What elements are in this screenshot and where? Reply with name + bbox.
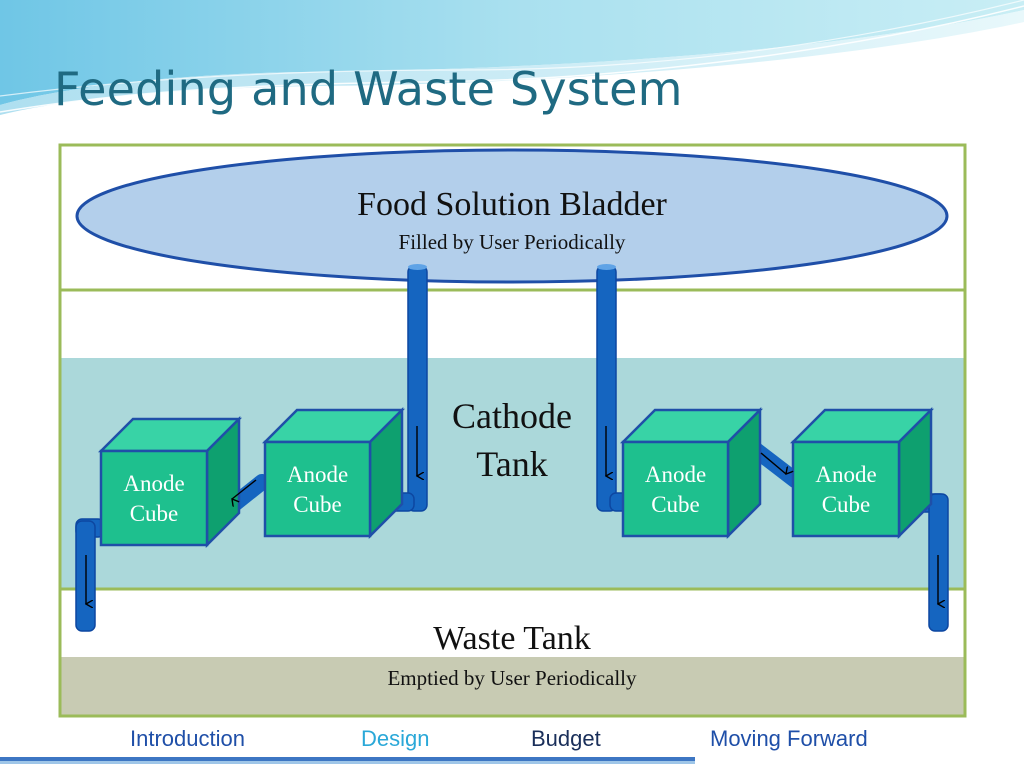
anode-cube-label-line1: Anode [123, 471, 184, 496]
waste-tank-zone [61, 657, 964, 715]
nav-moving-forward[interactable]: Moving Forward [710, 726, 868, 751]
header-swoosh-decoration [0, 0, 1024, 115]
anode-cube-label-line2: Cube [130, 501, 179, 526]
footer-accent-line [0, 757, 695, 761]
waste-tank-title: Waste Tank [433, 620, 591, 657]
feed-pipe-left-cap [408, 264, 427, 270]
footer-accent-line-light [0, 761, 695, 764]
bladder-subtitle: Filled by User Periodically [399, 230, 626, 254]
anode-cube-label-line1: Anode [645, 462, 706, 487]
anode-cube-front [99, 449, 209, 547]
cathode-label-line2: Tank [476, 444, 547, 484]
flow-arrow-cube2-cube1 [232, 479, 257, 499]
cathode-label-line1: Cathode [452, 396, 572, 436]
bladder-title: Food Solution Bladder [357, 186, 667, 223]
anode-cube-label-line1: Anode [287, 462, 348, 487]
anode-cube-front [791, 440, 901, 538]
food-solution-bladder [75, 148, 949, 284]
slide-title: Feeding and Waste System [54, 62, 683, 116]
anode-cube-label-line2: Cube [651, 492, 700, 517]
nav-design[interactable]: Design [361, 726, 430, 751]
anode-cube-front [621, 440, 730, 538]
anode-cube-label-line2: Cube [293, 492, 342, 517]
nav-budget[interactable]: Budget [531, 726, 601, 751]
anode-cube-front [263, 440, 372, 538]
waste-tank-subtitle: Emptied by User Periodically [387, 666, 637, 690]
flow-arrow-cube3-cube4 [760, 452, 786, 474]
anode-cube-label-line1: Anode [815, 462, 876, 487]
nav-introduction[interactable]: Introduction [130, 726, 245, 751]
feed-pipe-right-cap [597, 264, 616, 270]
anode-cube-label-line2: Cube [822, 492, 871, 517]
